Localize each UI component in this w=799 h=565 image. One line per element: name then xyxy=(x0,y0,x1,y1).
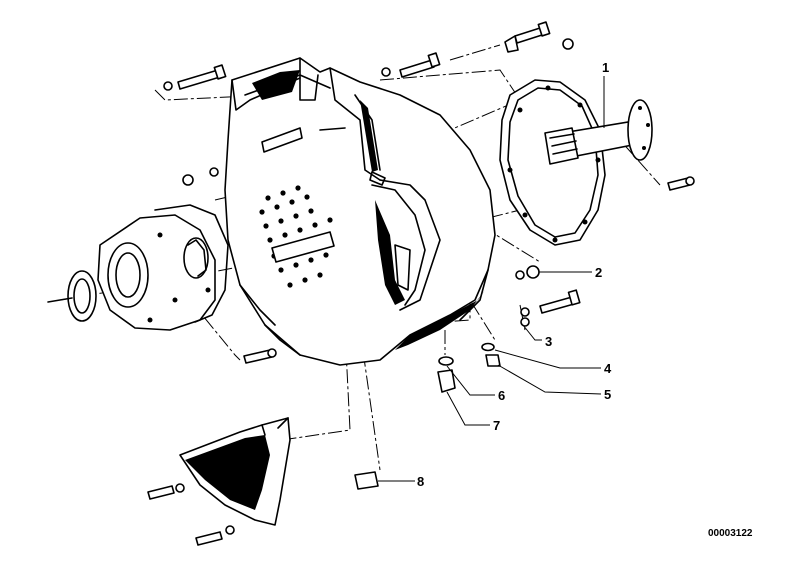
callout-4: 4 xyxy=(604,361,612,376)
fasteners xyxy=(147,21,695,546)
callout-7: 7 xyxy=(493,418,500,433)
callout-8: 8 xyxy=(417,474,424,489)
callout-2: 2 xyxy=(595,265,602,280)
diagram-reference-code: 00003122 xyxy=(708,528,753,539)
callout-6: 6 xyxy=(498,388,505,403)
callout-1: 1 xyxy=(602,60,609,75)
dust-cover xyxy=(179,417,291,526)
callout-5: 5 xyxy=(604,387,611,402)
vent-holes xyxy=(259,185,335,288)
callout-3: 3 xyxy=(545,334,552,349)
bell-housing xyxy=(224,57,496,366)
leader-lines xyxy=(378,76,605,482)
rear-plate-and-shaft xyxy=(499,79,653,246)
callout-labels: 1 2 3 4 5 6 7 8 xyxy=(417,60,612,489)
front-cover-flange xyxy=(47,204,229,331)
